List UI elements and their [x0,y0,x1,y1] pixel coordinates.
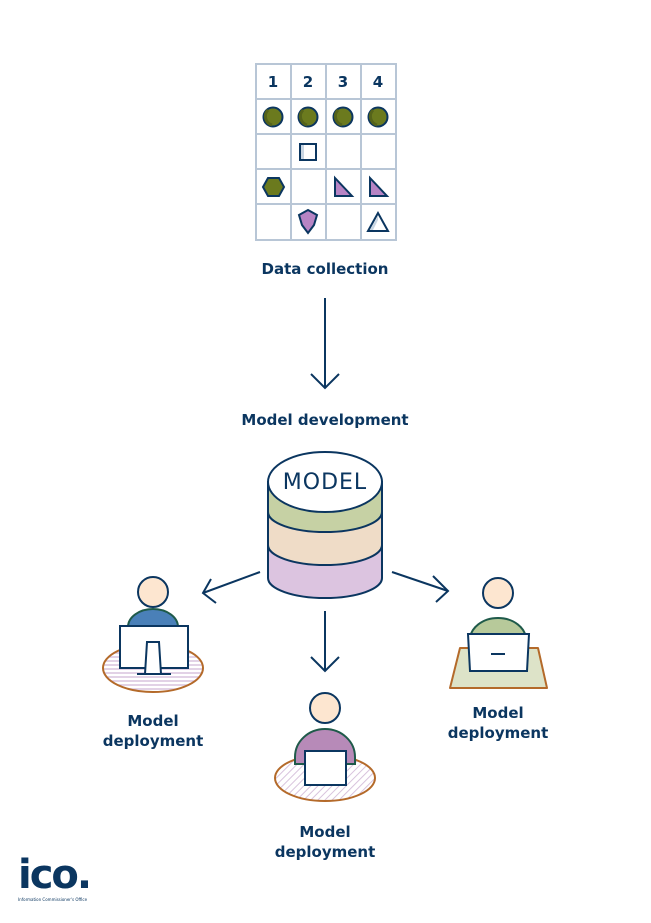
deployment-label-line1: Model [299,823,351,841]
circle-icon [367,106,389,128]
circle-icon [332,106,354,128]
hexagon-icon [261,177,286,197]
logo-text: ico. [18,852,92,898]
cylinder-label: MODEL [283,470,367,495]
square-icon [299,143,317,161]
arrow-down-icon [310,611,340,673]
person-laptop-illustration [274,692,376,802]
arrow-right-down-icon [391,571,450,603]
column-header: 3 [338,73,348,91]
circle-icon [297,106,319,128]
right-triangle-icon [334,175,355,197]
deployment-label-line1: Model [472,704,524,722]
deployment-label-line1: Model [127,712,179,730]
model-development-label: Model development [241,411,409,429]
triangle-icon [366,210,390,232]
deployment-label-line2: deployment [102,732,204,750]
logo-subtitle: Information Commissioner's Office [18,897,88,902]
deployment-label-line2: deployment [447,724,549,742]
model-cylinder: MODEL [267,451,383,599]
data-grid: 1 2 3 4 [255,63,397,241]
pentagon-icon [297,208,319,235]
column-header: 2 [303,73,313,91]
ico-logo: ico. Information Commissioner's Office [18,852,92,902]
deployment-label-3: Model deployment [428,703,568,743]
arrow-down-icon [310,298,340,390]
circle-icon [262,106,284,128]
deployment-label-1: Model deployment [83,711,223,751]
data-collection-label: Data collection [261,260,389,278]
right-triangle-icon [369,175,390,197]
column-header: 1 [268,73,278,91]
deployment-label-line2: deployment [274,843,376,861]
person-laptop-illustration [449,577,548,689]
arrow-left-down-icon [201,571,261,604]
column-header: 4 [373,73,383,91]
person-desktop-illustration [102,576,204,693]
deployment-label-2: Model deployment [255,822,395,862]
